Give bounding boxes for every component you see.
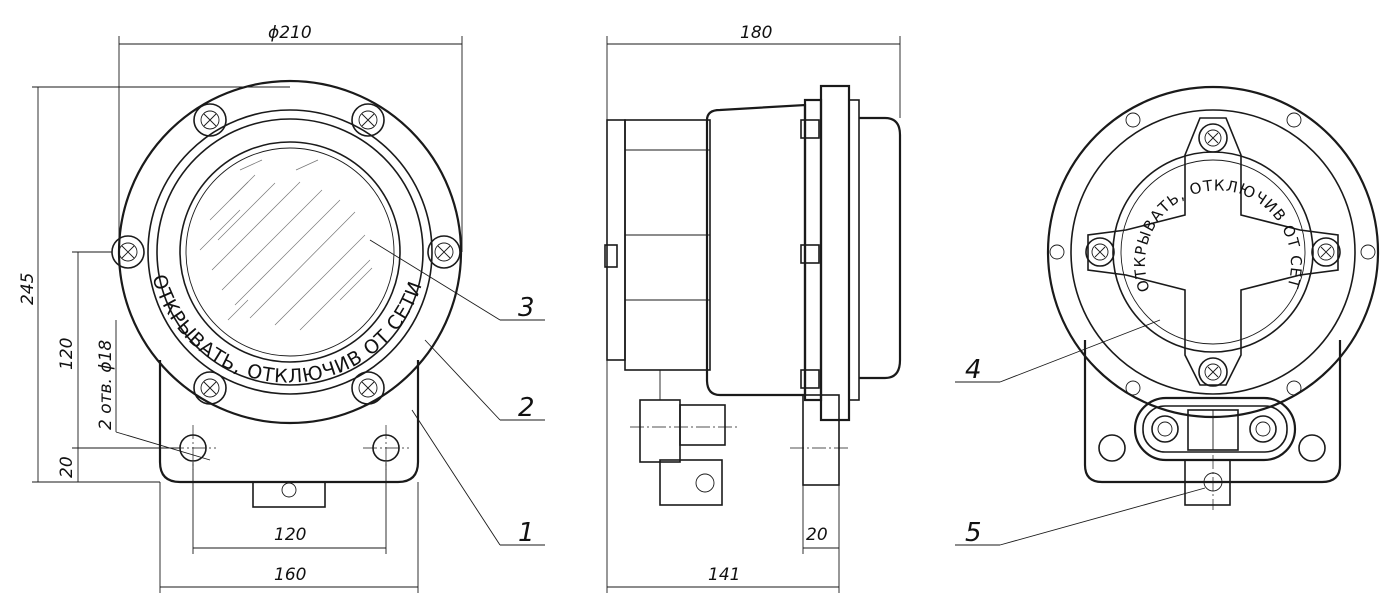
rear-bolt-left (1085, 237, 1115, 267)
rear-gland-oval-inner (1142, 405, 1288, 453)
dim-holes-callout: 2 отв. ϕ18 (96, 340, 116, 430)
dim-holes-v-120: 120 (57, 338, 77, 370)
rear-hole-right (1298, 434, 1326, 462)
rear-bolt-right (1311, 237, 1341, 267)
front-bezel (156, 118, 424, 386)
front-leaders: 3 2 1 (369, 239, 545, 548)
dim-side-141: 141 (708, 565, 740, 585)
rear-gland-nut-left (1151, 415, 1179, 443)
side-rear-box-outer (606, 119, 626, 361)
side-gland-screw (695, 473, 715, 493)
front-bolt-bottom-left (193, 371, 227, 405)
rear-bottom-terminal (1184, 459, 1231, 506)
side-main-body (705, 103, 807, 397)
side-gland-nut (679, 404, 726, 446)
front-warning-text: ОТКРЫВАТЬ, ОТКЛЮЧИВ ОТ СЕТИ (148, 272, 427, 388)
front-ring-inner (147, 109, 433, 395)
dim-side-180: 180 (740, 23, 772, 43)
side-gland-body (639, 399, 681, 463)
front-view: ОТКРЫВАТЬ, ОТКЛЮЧИВ ОТ СЕТИ (111, 79, 463, 508)
rear-view: ОТКРЫВАТЬ, ОТКЛЮЧИВ ОТ СЕТИ (0, 0, 1380, 510)
side-bolt-bottom (800, 369, 820, 389)
side-mount-plate (802, 394, 840, 486)
dim-holes-h-120: 120 (274, 525, 306, 545)
front-glass-hatching (199, 159, 373, 331)
front-bolt-top-left (193, 103, 227, 137)
leader-1: 1 (518, 518, 535, 548)
dim-diameter-210: ϕ210 (268, 23, 312, 43)
side-bezel-edge (848, 99, 860, 401)
front-bolt-bottom-right (351, 371, 385, 405)
dim-side-20: 20 (806, 525, 828, 545)
front-tab-screw (281, 482, 297, 498)
rear-outer-ring (1046, 85, 1380, 419)
front-bolt-right (427, 235, 461, 269)
rear-ring-inner (1070, 109, 1356, 395)
leader-2: 2 (518, 393, 535, 423)
side-flange-outer (819, 84, 851, 422)
front-glass (179, 141, 401, 363)
front-bolt-top-right (351, 103, 385, 137)
side-gland-clamp (659, 459, 723, 506)
rear-bolt-bottom (1198, 357, 1228, 387)
leader-4: 4 (965, 355, 982, 385)
front-bolt-left (111, 235, 145, 269)
rear-body-inner (1120, 159, 1306, 345)
front-bottom-tab (252, 481, 326, 508)
leader-3: 3 (518, 293, 535, 323)
rear-bolt-top (1198, 123, 1228, 153)
rear-leaders: 4 5 (955, 319, 1206, 548)
side-rear-box (624, 119, 711, 371)
dim-base-160: 160 (274, 565, 306, 585)
front-glass-inner (185, 147, 395, 357)
rear-cross-bracket (1087, 117, 1339, 386)
rear-gland-nut-right (1249, 415, 1277, 443)
dim-height-245: 245 (18, 273, 38, 305)
side-bolt-top (800, 119, 820, 139)
side-dimensions: 180 141 20 (606, 23, 901, 593)
side-bolt-mid (800, 244, 820, 264)
side-rear-latch (604, 244, 618, 268)
rear-mounting-plate (1083, 340, 1342, 484)
front-dimensions: ϕ210 245 120 20 2 отв. ϕ18 120 160 (18, 23, 463, 593)
leader-5: 5 (965, 518, 982, 548)
rear-hole-left (1098, 434, 1126, 462)
side-view (604, 84, 902, 506)
dim-bottom-20: 20 (57, 456, 77, 478)
side-glass-dome (859, 116, 902, 380)
rear-ring-screws (1049, 112, 1376, 396)
